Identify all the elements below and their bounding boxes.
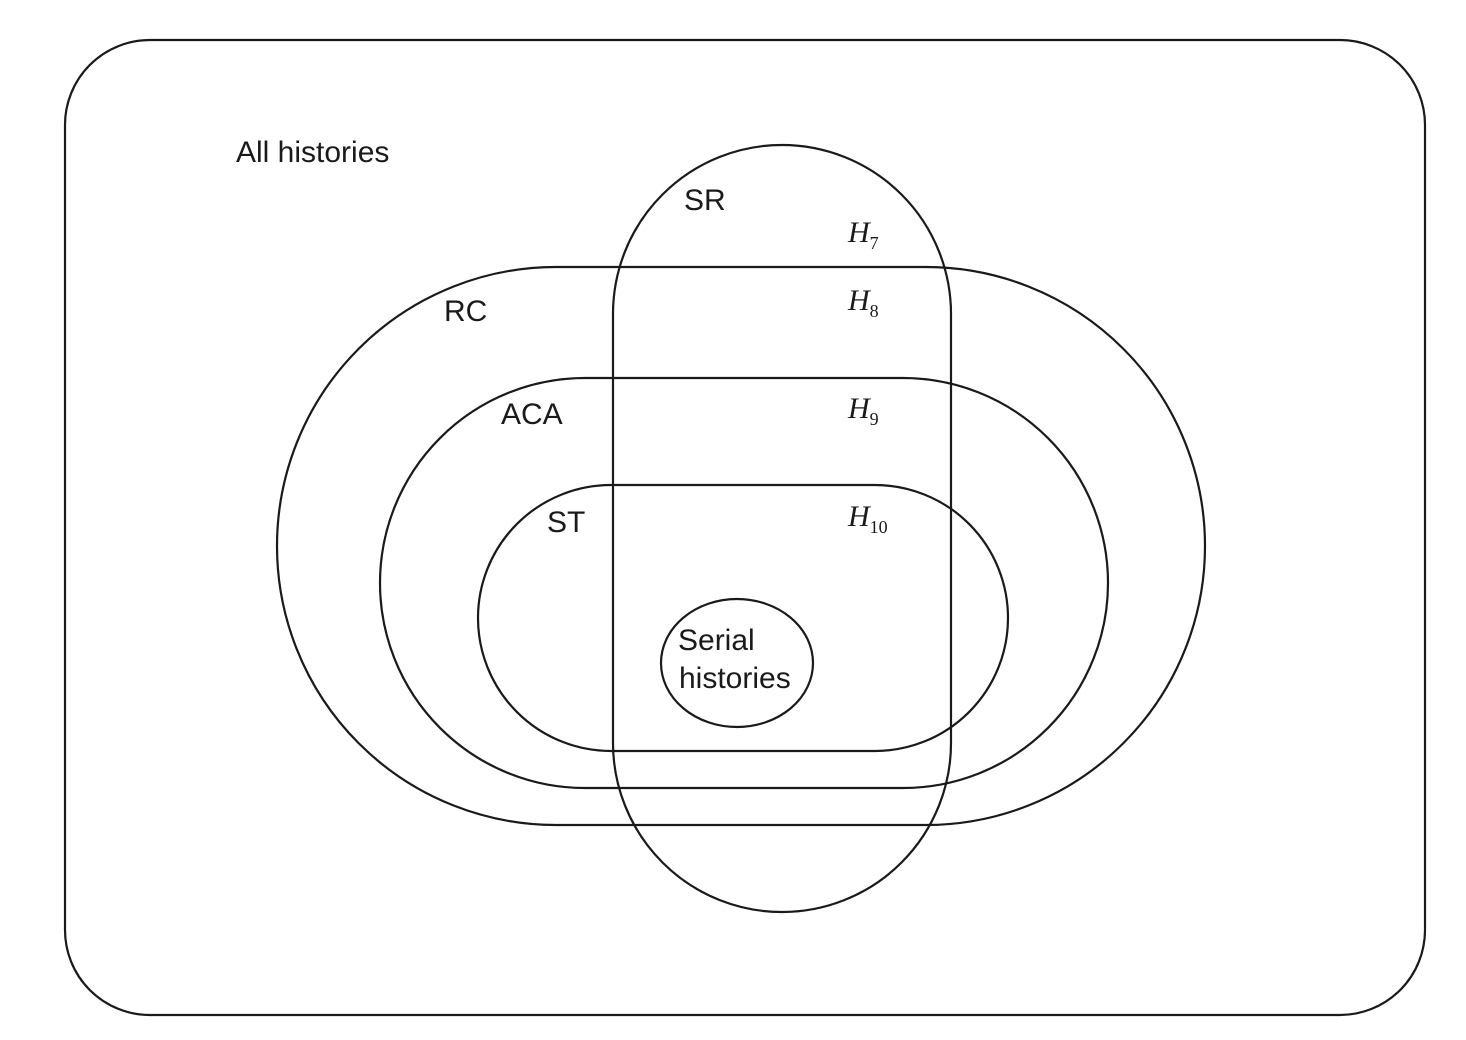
st-label: ST (547, 506, 585, 539)
history-h8-subscript: 8 (870, 301, 879, 321)
all-histories-region (63, 38, 1427, 1017)
sr-region (611, 143, 953, 914)
history-h8-label: H8 (847, 284, 879, 321)
history-h10-label: H10 (847, 500, 888, 537)
history-h7-subscript: 7 (870, 233, 879, 253)
aca-label: ACA (501, 398, 563, 431)
serial-histories-label-line2: histories (679, 662, 791, 695)
aca-region (378, 376, 1110, 790)
history-h10-letter: H (847, 500, 872, 533)
history-h9-subscript: 9 (870, 409, 879, 429)
rc-region (275, 265, 1207, 827)
sr-label: SR (684, 184, 726, 217)
history-h7-label: H7 (847, 216, 879, 253)
history-h9-label: H9 (847, 392, 879, 429)
serial-histories-region (659, 597, 815, 729)
history-h9-letter: H (847, 392, 872, 425)
rc-label: RC (444, 295, 487, 328)
st-region (476, 483, 1010, 753)
serial-histories-label-line1: Serial (678, 624, 755, 657)
history-h7-letter: H (847, 216, 872, 249)
all-histories-label: All histories (236, 136, 389, 169)
history-h8-letter: H (847, 284, 872, 317)
history-h10-subscript: 10 (870, 517, 888, 537)
